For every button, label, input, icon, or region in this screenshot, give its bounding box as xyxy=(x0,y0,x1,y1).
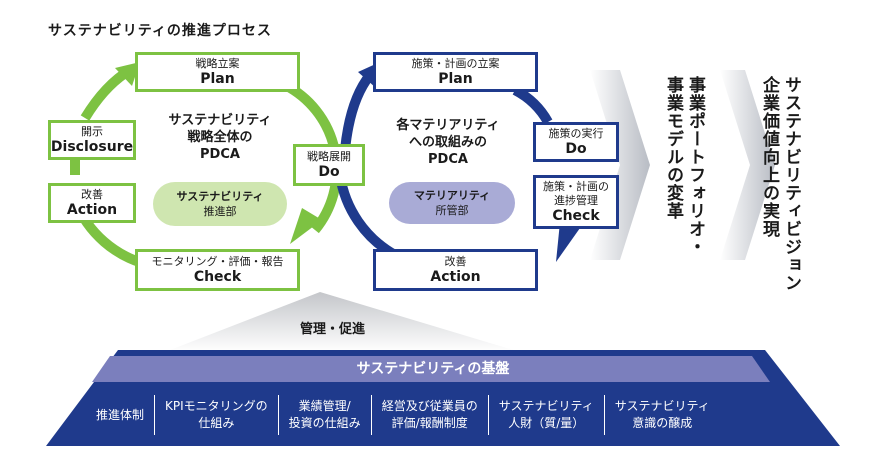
right-title-line3: PDCA xyxy=(428,152,468,167)
right-check-jp2: 進捗管理 xyxy=(554,193,598,207)
right-action-box: 改善 Action xyxy=(373,249,538,291)
right-action-en: Action xyxy=(430,268,481,285)
left-cycle-title: サステナビリティ 戦略全体の PDCA xyxy=(150,112,290,163)
right-action-jp: 改善 xyxy=(444,254,467,268)
separator xyxy=(154,395,156,435)
foundation-item: 経営及び従業員の評価/報酬制度 xyxy=(381,399,478,430)
page-title: サステナビリティの推進プロセス xyxy=(48,23,272,39)
disclosure-box: 開示 Disclosure xyxy=(48,120,136,160)
outcome1-line1: 事業ポートフォリオ・ xyxy=(685,76,705,256)
arrow-head-action-navy xyxy=(556,222,580,262)
left-title-line1: サステナビリティ xyxy=(168,113,272,128)
chevron-arrow-1 xyxy=(590,70,650,260)
promotion-dept-pill: サステナビリティ 推進部 xyxy=(153,182,287,226)
left-plan-box: 戦略立案 Plan xyxy=(135,52,300,92)
management-label: 管理・促進 xyxy=(300,322,366,337)
left-check-en: Check xyxy=(193,268,242,285)
left-check-box: モニタリング・評価・報告 Check xyxy=(135,249,300,291)
disclosure-jp: 開示 xyxy=(81,124,103,138)
left-action-box: 改善 Action xyxy=(48,183,136,223)
materiality-dept-pill: マテリアリティ 所管部 xyxy=(389,182,515,224)
right-plan-box: 施策・計画の立案 Plan xyxy=(373,52,538,92)
left-title-line3: PDCA xyxy=(200,147,240,162)
outcome1-line2: 事業モデルの変革 xyxy=(663,76,683,220)
disclosure-en: Disclosure xyxy=(50,138,134,155)
right-check-jp1: 施策・計画の xyxy=(543,179,609,193)
foundation-items: 推進体制 KPIモニタリングの仕組み 業績管理/投資の仕組み 経営及び従業員の評… xyxy=(86,392,786,438)
left-do-en: Do xyxy=(318,163,340,180)
arrow-head-check-green xyxy=(290,208,322,244)
left-title-line2: 戦略全体の xyxy=(187,130,253,145)
right-do-jp: 施策の実行 xyxy=(548,126,604,140)
right-plan-jp: 施策・計画の立案 xyxy=(411,56,500,70)
foundation-item: 業績管理/投資の仕組み xyxy=(288,399,361,430)
management-triangle xyxy=(165,292,520,352)
left-do-jp: 戦略展開 xyxy=(307,149,351,163)
outcome2-line2: 企業価値向上の実現 xyxy=(759,76,779,238)
foundation-item: サステナビリティ意識の醸成 xyxy=(614,399,710,430)
foundation-item: サステナビリティ人財（質/量） xyxy=(498,399,594,430)
foundation-heading: サステナビリティの基盤 xyxy=(356,361,510,377)
vision-realization-text: サステナビリティビジョン 企業価値向上の実現 xyxy=(758,76,802,292)
left-plan-jp: 戦略立案 xyxy=(195,56,240,70)
foundation-item: 推進体制 xyxy=(96,407,145,422)
left-action-jp: 改善 xyxy=(81,187,103,201)
separator xyxy=(603,395,605,435)
left-action-en: Action xyxy=(66,201,118,218)
right-do-en: Do xyxy=(565,140,587,157)
business-transformation-text: 事業ポートフォリオ・ 事業モデルの変革 xyxy=(662,76,706,256)
separator xyxy=(370,395,372,435)
left-check-jp: モニタリング・評価・報告 xyxy=(151,254,284,268)
pill-line2: 推進部 xyxy=(203,205,237,218)
separator xyxy=(277,395,279,435)
right-title-line2: への取組みの xyxy=(408,135,487,150)
chevron-arrow-2 xyxy=(720,70,775,260)
pill-line1: マテリアリティ xyxy=(413,189,491,202)
left-do-box: 戦略展開 Do xyxy=(293,144,365,186)
pill-line1: サステナビリティ xyxy=(176,190,264,203)
right-cycle-title: 各マテリアリティ への取組みの PDCA xyxy=(388,117,508,168)
right-check-en: Check xyxy=(552,207,600,224)
arrow-head-plan-green xyxy=(115,62,140,86)
foundation-band xyxy=(92,356,770,382)
right-do-box: 施策の実行 Do xyxy=(533,122,619,162)
right-check-box: 施策・計画の 進捗管理 Check xyxy=(533,175,619,229)
left-plan-en: Plan xyxy=(200,70,235,87)
pill-line2: 所管部 xyxy=(435,204,469,217)
right-title-line1: 各マテリアリティ xyxy=(396,118,500,133)
separator xyxy=(487,395,489,435)
right-plan-en: Plan xyxy=(438,70,473,87)
outcome2-line1: サステナビリティビジョン xyxy=(781,76,801,292)
foundation-item: KPIモニタリングの仕組み xyxy=(165,399,268,430)
